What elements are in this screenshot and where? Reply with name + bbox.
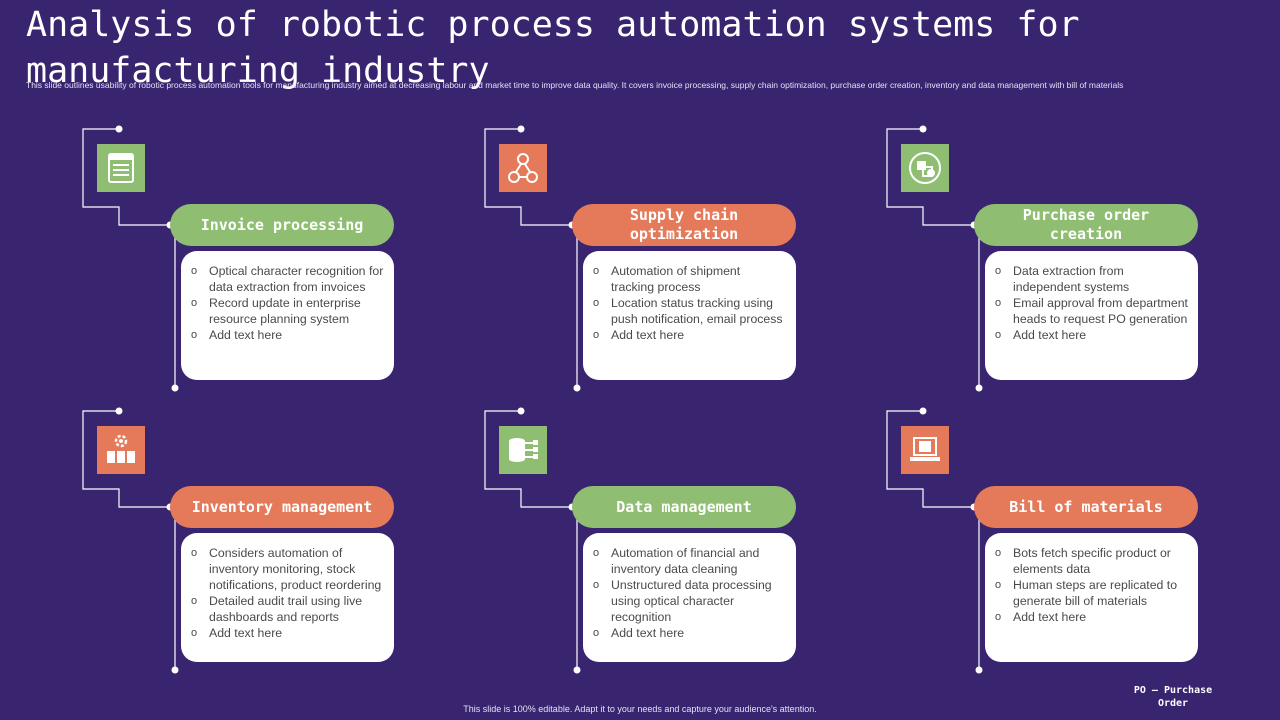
section-title: Bill of materials [974, 486, 1198, 528]
bullet-item: Record update in enterprise resource pla… [191, 295, 384, 327]
page-title: Analysis of robotic process automation s… [26, 5, 1080, 91]
page-subtitle: This slide outlines usability of robotic… [26, 80, 1124, 90]
section-purchase-order: Purchase order creation Data extraction … [885, 125, 1215, 397]
section-title: Purchase order creation [974, 204, 1198, 246]
footer-text: This slide is 100% editable. Adapt it to… [463, 704, 817, 714]
bullet-item: Add text here [593, 625, 786, 641]
bullet-item: Location status tracking using push noti… [593, 295, 786, 327]
bullet-item: Detailed audit trail using live dashboar… [191, 593, 384, 625]
section-supply-chain: Supply chain optimization Automation of … [483, 125, 813, 397]
bullet-item: Add text here [995, 609, 1188, 625]
section-data-management: Data management Automation of financial … [483, 407, 813, 679]
section-card: Automation of financial and inventory da… [583, 533, 796, 662]
bullet-item: Data extraction from independent systems [995, 263, 1188, 295]
inventory-gear-icon [97, 426, 145, 474]
bullet-item: Optical character recognition for data e… [191, 263, 384, 295]
database-icon [499, 426, 547, 474]
invoice-icon [97, 144, 145, 192]
bill-laptop-icon [901, 426, 949, 474]
bullet-item: Automation of shipment tracking process [593, 263, 786, 295]
section-title: Inventory management [170, 486, 394, 528]
bullet-item: Add text here [593, 327, 786, 343]
section-card: Data extraction from independent systems… [985, 251, 1198, 380]
section-title: Supply chain optimization [572, 204, 796, 246]
network-nodes-icon [499, 144, 547, 192]
section-inventory-management: Inventory management Considers automatio… [81, 407, 411, 679]
bullet-item: Considers automation of inventory monito… [191, 545, 384, 593]
section-title: Invoice processing [170, 204, 394, 246]
section-card: Bots fetch specific product or elements … [985, 533, 1198, 662]
abbreviation-note: PO – Purchase Order [1133, 685, 1213, 709]
bullet-item: Automation of financial and inventory da… [593, 545, 786, 577]
bullet-item: Human steps are replicated to generate b… [995, 577, 1188, 609]
section-title: Data management [572, 486, 796, 528]
section-bill-of-materials: Bill of materials Bots fetch specific pr… [885, 407, 1215, 679]
section-card: Considers automation of inventory monito… [181, 533, 394, 662]
bullet-item: Add text here [995, 327, 1188, 343]
bullet-item: Bots fetch specific product or elements … [995, 545, 1188, 577]
section-invoice-processing: Invoice processing Optical character rec… [81, 125, 411, 397]
bullet-item: Add text here [191, 327, 384, 343]
section-card: Automation of shipment tracking process … [583, 251, 796, 380]
box-order-icon [901, 144, 949, 192]
bullet-item: Unstructured data processing using optic… [593, 577, 786, 625]
bullet-item: Email approval from department heads to … [995, 295, 1188, 327]
bullet-item: Add text here [191, 625, 384, 641]
section-card: Optical character recognition for data e… [181, 251, 394, 380]
